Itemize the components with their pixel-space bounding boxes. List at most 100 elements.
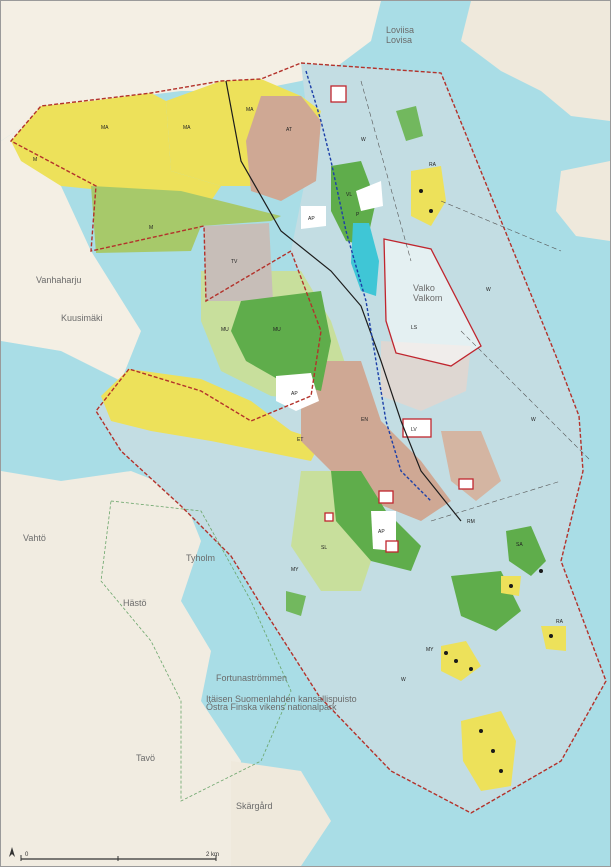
place-natura-fi: Itäisen Suomenlahden kansallispuisto [206,694,357,704]
place-fortunan: Fortunaströmmen [216,673,287,683]
zones-grey [204,96,501,521]
place-natura-sv: Östra Finska vikens nationalpark [206,702,337,712]
zone-ap-north [356,181,383,211]
zone-small-outline-1 [330,85,347,103]
label-w-3: W [361,137,366,143]
label-m-1: M [33,157,37,163]
label-ap-3: AP [378,529,385,535]
zone-mu-forest [231,291,331,391]
north-arrow-icon [9,847,15,857]
zone-lv-outline [402,418,432,438]
island-small-ra [541,626,566,651]
zone-cyan-strip [351,223,379,296]
zone-valko-outline [383,238,482,367]
land-mainland-north [1,1,381,141]
dot [499,769,503,773]
label-ap-1: AP [308,216,315,222]
island-ra-north [411,166,446,226]
protection-dots [419,189,553,773]
place-vahto: Vahtö [23,533,46,543]
label-ma-1: MA [101,125,109,131]
label-rm: RM [467,519,475,525]
zones-white [276,181,396,551]
land-east-island [556,161,610,241]
map-furniture: 0 2 km [9,847,219,861]
zone-m-southwest [101,369,321,461]
place-skaldo: Skärgård [236,801,273,811]
scale-zero-label: 0 [25,852,29,858]
zone-small-outline-4 [385,540,399,553]
label-tv: TV [231,259,238,265]
place-fyrholm: Tyholm [186,553,215,563]
zone-small-outline-2 [378,490,394,504]
label-lv: LV [411,427,417,433]
label-mu-1: MU [273,327,281,333]
label-ls: LS [411,325,418,331]
nav-line-2 [460,330,592,462]
dot [444,651,448,655]
label-ma-3: MA [246,107,254,113]
label-ra-1: RA [429,162,437,168]
natura-area-outline [100,500,292,802]
scale-km-label: 2 km [206,852,219,858]
zone-m-west [91,186,281,253]
zone-small-outline-3 [458,478,474,490]
zone-ma-northwest [11,93,221,201]
label-mu-2: MU [221,327,229,333]
place-haasi: Hästö [123,598,147,608]
label-w-1: W [486,287,491,293]
label-vl: VL [346,192,352,198]
zone-ap-1 [301,206,326,229]
label-et: ET [297,437,303,443]
navigation-lines [360,80,592,522]
zone-small-outline-5 [324,512,334,522]
zones-outlined [324,85,482,553]
dot [491,749,495,753]
dot [539,569,543,573]
label-ra-2: RA [556,619,564,625]
label-sl: SL [321,545,327,551]
label-ap-2: AP [291,391,298,397]
label-my-2: MY [291,567,299,573]
label-at: AT [286,127,292,133]
dot [549,634,553,638]
zone-green-small-2 [286,591,306,616]
place-tavo: Tavö [136,753,155,763]
zone-at-brown [246,96,321,201]
label-w-4: W [401,677,406,683]
planning-boundary [9,62,607,814]
dot [429,209,433,213]
land-northeast-islands [461,1,610,121]
zone-tv-industrial [204,223,273,301]
label-p: P [356,212,360,218]
land-haasi-island [91,556,176,656]
zone-ap-2 [276,373,319,411]
dot [479,729,483,733]
zone-brown-central [301,361,451,521]
coast-road [305,70,432,502]
dot [509,584,513,588]
land-west [1,121,141,381]
place-kuusikummen: Kuusimäki [61,313,103,323]
nav-line-4 [360,80,412,262]
land-south-islands [231,761,331,866]
nav-line-3 [430,480,562,522]
label-en: EN [361,417,368,423]
zone-green-small-1 [396,106,423,141]
zone-labels: MA MA MA M M TV AP AP AP MU MU SL LV LS … [33,107,564,683]
label-sa: SA [516,542,523,548]
land-southwest [1,471,241,866]
place-vanvik: Vanhaharju [36,275,81,285]
label-ma-2: MA [183,125,191,131]
zone-brown-small [441,431,501,501]
nav-line-1 [440,200,562,252]
dot [419,189,423,193]
main-road [225,80,462,522]
label-w-2: W [531,417,536,423]
